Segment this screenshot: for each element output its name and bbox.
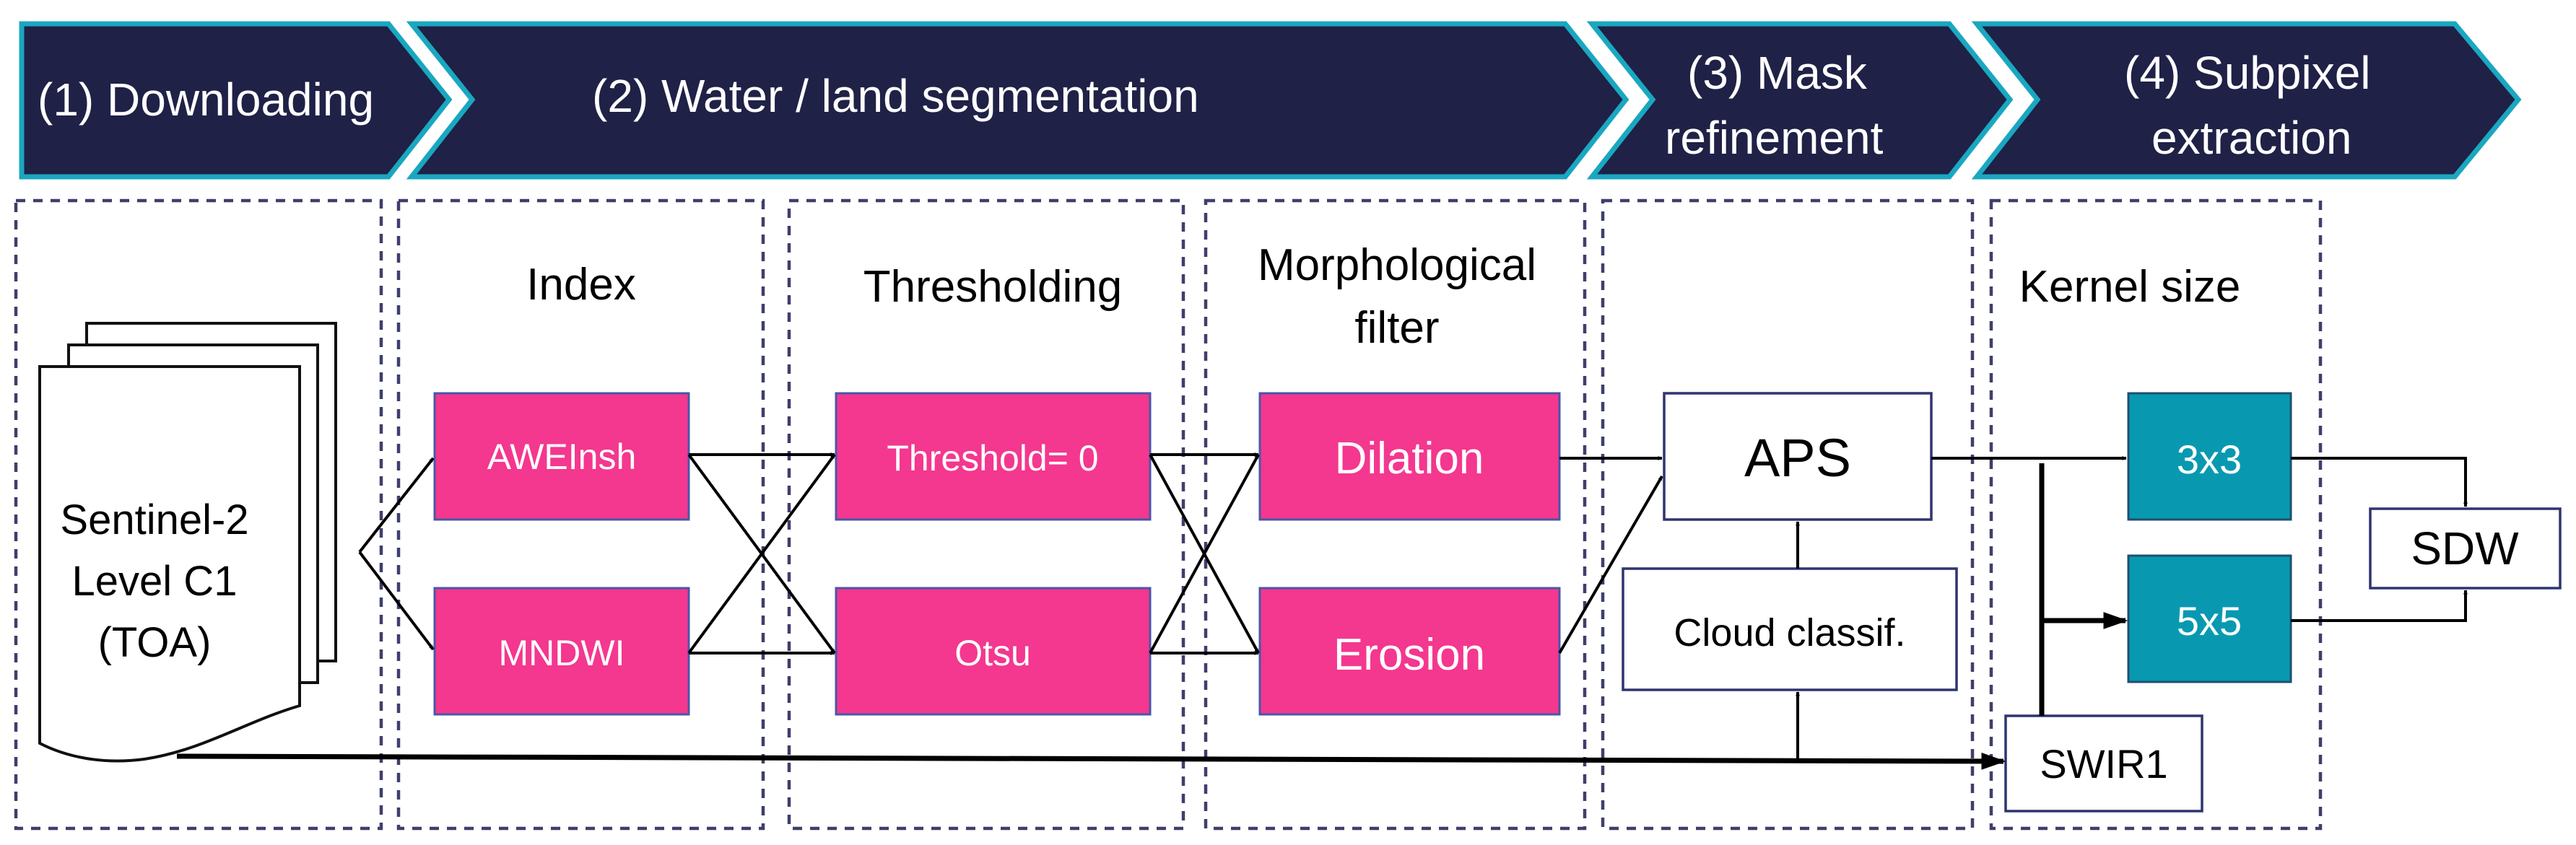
connectors bbox=[176, 452, 2468, 770]
stage-mask-refinement: (3) Mask refinement bbox=[1586, 21, 2014, 180]
node-kernel-3x3: 3x3 bbox=[2127, 392, 2292, 521]
arrow-doc-mndwi bbox=[358, 551, 435, 651]
morph-header-line1: Morphological bbox=[1258, 240, 1536, 290]
dilation-label: Dilation bbox=[1335, 434, 1484, 483]
kernel-5x5-label: 5x5 bbox=[2177, 598, 2242, 644]
stage-subpixel-extraction: (4) Subpixel extraction bbox=[1971, 21, 2522, 180]
arrow-doc-swir1 bbox=[176, 753, 2006, 770]
cloud-classif-label: Cloud classif. bbox=[1674, 611, 1905, 654]
sentinel-document-stack: Sentinel-2 Level C1 (TOA) bbox=[38, 322, 337, 763]
arrow-otsu-dilation bbox=[1149, 454, 1260, 654]
arrow-mndwi-threshold bbox=[687, 453, 836, 654]
mndwi-label: MNDWI bbox=[499, 633, 625, 673]
node-mndwi: MNDWI bbox=[433, 587, 690, 716]
panel-mask bbox=[1601, 198, 1975, 831]
node-cloud-classif: Cloud classif. bbox=[1622, 567, 1958, 691]
stage-mask-label-line2: refinement bbox=[1665, 112, 1884, 164]
node-erosion: Erosion bbox=[1258, 587, 1561, 716]
stage-downloading-label: (1) Downloading bbox=[38, 74, 374, 126]
input-line2: Level C1 bbox=[72, 558, 238, 605]
morph-header-line2: filter bbox=[1354, 303, 1439, 353]
stage-segmentation: (2) Water / land segmentation bbox=[406, 21, 1629, 180]
stage-subpixel-label-line1: (4) Subpixel bbox=[2124, 47, 2371, 99]
panel-kernel bbox=[1989, 198, 2323, 831]
node-aps: APS bbox=[1663, 392, 1933, 521]
arrow-erosion-aps bbox=[1558, 475, 1663, 654]
panel-thresholding bbox=[787, 198, 1185, 831]
index-header: Index bbox=[526, 260, 636, 310]
node-sdw: SDW bbox=[2369, 507, 2562, 590]
stage-downloading: (1) Downloading bbox=[19, 21, 453, 180]
input-line3: (TOA) bbox=[98, 619, 212, 666]
otsu-label: Otsu bbox=[954, 633, 1031, 673]
document-page-front bbox=[38, 365, 301, 763]
node-aweinsh: AWEInsh bbox=[433, 392, 690, 521]
node-dilation: Dilation bbox=[1258, 392, 1561, 521]
aweinsh-label: AWEInsh bbox=[487, 437, 637, 477]
panel-index bbox=[396, 198, 765, 831]
swir1-label: SWIR1 bbox=[2040, 741, 2167, 787]
node-threshold-zero: Threshold= 0 bbox=[835, 392, 1152, 521]
arrow-doc-aweinsh bbox=[358, 457, 435, 553]
aps-label: APS bbox=[1744, 428, 1851, 488]
sdw-label: SDW bbox=[2411, 522, 2519, 574]
erosion-label: Erosion bbox=[1333, 630, 1485, 680]
arrow-5x5-sdw bbox=[2291, 590, 2468, 622]
kernel-header: Kernel size bbox=[2019, 262, 2241, 312]
node-kernel-5x5: 5x5 bbox=[2127, 554, 2292, 683]
node-otsu: Otsu bbox=[835, 587, 1152, 716]
input-line1: Sentinel-2 bbox=[60, 496, 248, 543]
threshold-zero-label: Threshold= 0 bbox=[887, 438, 1098, 478]
stage-mask-label-line1: (3) Mask bbox=[1687, 47, 1868, 99]
kernel-3x3-label: 3x3 bbox=[2177, 437, 2242, 482]
stage-segmentation-label: (2) Water / land segmentation bbox=[592, 70, 1199, 122]
stage-subpixel-label-line2: extraction bbox=[2151, 112, 2351, 164]
panel-morphological bbox=[1204, 198, 1587, 831]
panel-downloading bbox=[14, 198, 383, 831]
thresholding-header: Thresholding bbox=[863, 262, 1122, 312]
node-swir1: SWIR1 bbox=[2004, 714, 2203, 813]
arrow-3x3-sdw bbox=[2291, 457, 2468, 507]
